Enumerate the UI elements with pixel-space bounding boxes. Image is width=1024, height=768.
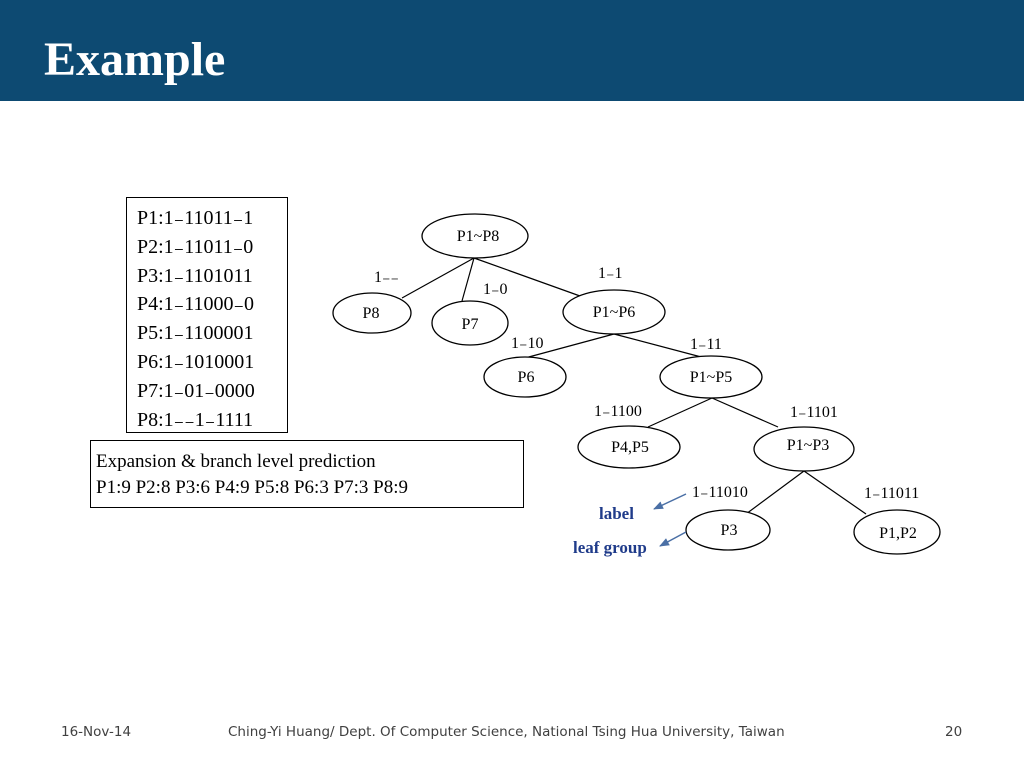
tree-node-p1p5-label: P1~P5 [690, 369, 732, 386]
edge-p1p6-p6 [524, 333, 615, 359]
tree-node-root-shape [421, 213, 529, 259]
pattern-p2: P2:1₋11011₋0 [137, 235, 254, 258]
legend-leaf-group-text: leaf group [573, 538, 647, 557]
tree-node-p3-label: P3 [721, 522, 738, 539]
tree-node-p8-label: P8 [363, 305, 380, 322]
title-bar: Example [0, 0, 1024, 101]
pattern-list-box: P1:1₋11011₋1 P2:1₋11011₋0 P3:1₋1101011 P… [126, 197, 288, 433]
edge-label-p7: 1₋0 [483, 281, 507, 298]
tree-node-p6-shape [483, 356, 567, 398]
edge-root-p8 [401, 257, 475, 299]
edge-p1p5-p1p3 [711, 397, 779, 428]
prediction-values: P1:9 P2:8 P3:6 P4:9 P5:8 P6:3 P7:3 P8:9 [96, 477, 409, 498]
tree-node-p3-shape [685, 509, 771, 551]
edge-label-p1p3: 1₋1101 [790, 404, 838, 421]
edge-p1p3-p3 [745, 470, 805, 515]
edge-p1p6-p1p5 [613, 333, 706, 359]
tree-node-p8-shape [332, 292, 412, 334]
tree-node-p6-label: P6 [518, 369, 535, 386]
tree-node-p1p2-label: P1,P2 [879, 525, 917, 542]
edge-label-p1p2: 1₋11011 [864, 485, 919, 502]
pattern-p8: P8:1₋₋1₋1111 [137, 408, 254, 431]
edge-label-p1p5: 1₋11 [690, 336, 722, 353]
edge-root-p7 [461, 257, 475, 302]
tree-node-p1p2-shape [853, 509, 941, 555]
prediction-heading: Expansion & branch level prediction [96, 451, 376, 472]
pattern-p3: P3:1₋1101011 [137, 264, 253, 287]
tree-node-p1p3-shape [753, 426, 855, 472]
edge-root-p1p6 [473, 257, 581, 297]
pattern-p5: P5:1₋1100001 [137, 322, 254, 345]
tree-node-p1p5-shape [659, 355, 763, 399]
edge-label-p8: 1₋₋ [374, 269, 399, 286]
tree-node-root-label: P1~P8 [457, 228, 499, 245]
footer-author: Ching-Yi Huang/ Dept. Of Computer Scienc… [228, 724, 785, 740]
footer-page-number: 20 [945, 724, 963, 740]
slide-title: Example [44, 33, 226, 86]
tree-node-p7-label: P7 [462, 316, 479, 333]
prediction-box: Expansion & branch level prediction P1:9… [90, 440, 524, 508]
legend-label-arrow-icon [653, 493, 687, 510]
tree-node-p1p6-label: P1~P6 [593, 304, 635, 321]
tree-node-p4p5-label: P4,P5 [611, 439, 649, 456]
pattern-p7: P7:1₋01₋0000 [137, 379, 255, 402]
tree-node-p4p5-shape [577, 425, 681, 469]
tree-node-p1p3-label: P1~P3 [787, 437, 829, 454]
pattern-p1: P1:1₋11011₋1 [137, 207, 254, 229]
edge-label-p4p5: 1₋1100 [594, 403, 642, 420]
edge-p1p3-p1p2 [803, 470, 867, 515]
pattern-p4: P4:1₋11000₋0 [137, 293, 255, 316]
legend-label-text: label [599, 504, 634, 523]
tree-node-p7-shape [431, 300, 509, 346]
edge-label-p6: 1₋10 [511, 335, 543, 352]
edge-label-p1p6: 1₋1 [598, 265, 622, 282]
legend-leaf-group-arrow-icon [659, 531, 687, 547]
pattern-p6: P6:1₋1010001 [137, 350, 255, 373]
edge-p1p5-p4p5 [647, 397, 713, 428]
footer-date: 16-Nov-14 [61, 724, 132, 740]
edge-label-p3: 1₋11010 [692, 484, 748, 501]
tree-node-p1p6-shape [562, 289, 666, 335]
